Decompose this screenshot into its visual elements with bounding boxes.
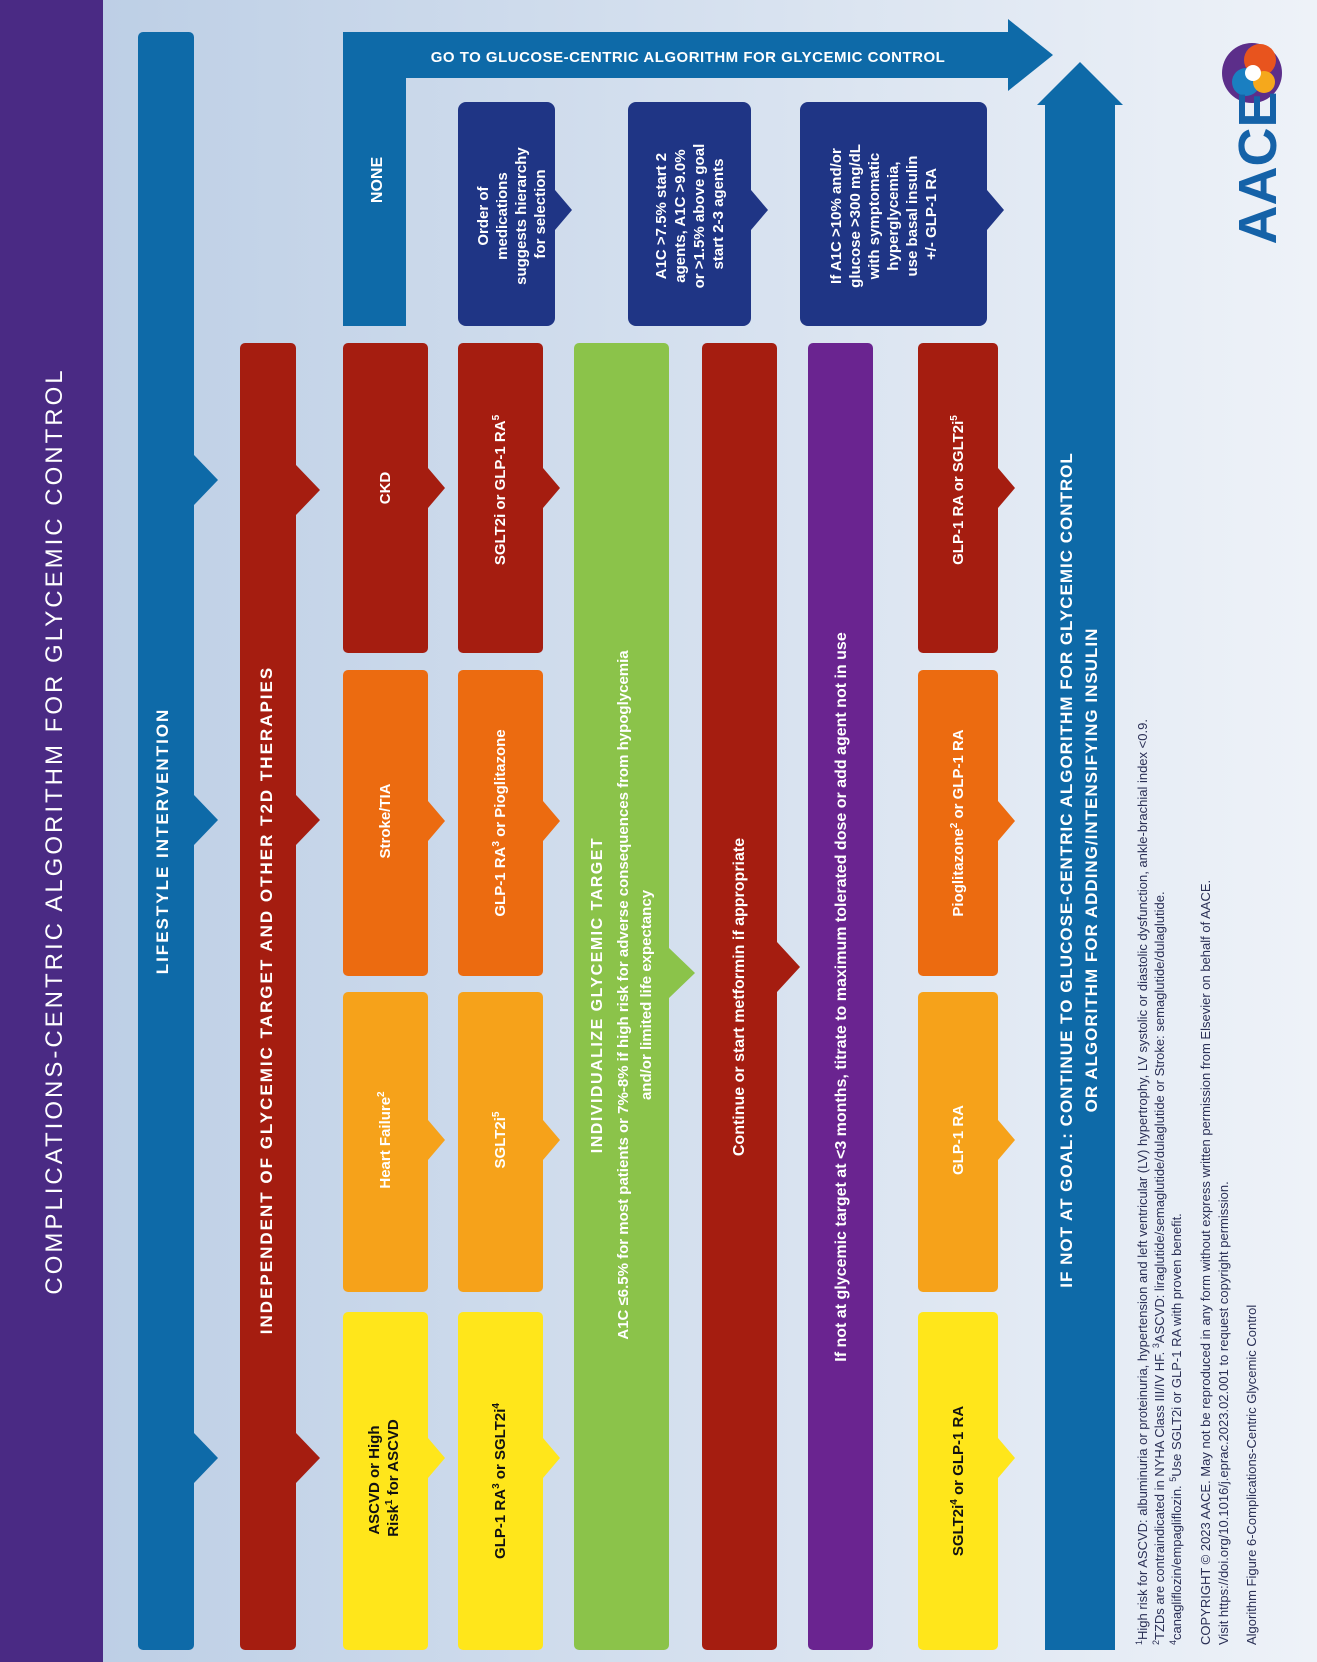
- metformin-chevron: [777, 942, 800, 992]
- note-a1c-agents-text: A1C >7.5% start 2 agents, A1C >9.0% or >…: [653, 140, 727, 289]
- footnote-3: 4canagliflozin/empagliflozin. 5Use SGLT2…: [1168, 1213, 1184, 1645]
- first-choice-row: GLP-1 RA3 or SGLT2i4 SGLT2i5 GLP-1 RA3 o…: [458, 343, 560, 1650]
- note-insulin: If A1C >10% and/or glucose >300 mg/dL wi…: [800, 102, 1004, 326]
- copyright-line-2: Visit https://doi.org/10.1016/j.eprac.20…: [1216, 1181, 1231, 1645]
- condition-ascvd[interactable]: [343, 1312, 428, 1650]
- condition-ascvd-label: ASCVD or High Risk1 for ASCVD: [366, 1419, 402, 1537]
- first-choice-stroke-label: GLP-1 RA3 or Pioglitazone: [491, 729, 509, 916]
- individualize-chevron: [669, 948, 695, 998]
- second-choice-ascvd-label: SGLT2i4 or GLP-1 RA: [949, 1406, 967, 1556]
- footnote-2: 2TZDs are contraindicated in NYHA Class …: [1151, 891, 1167, 1645]
- second-choice-ckd[interactable]: [918, 343, 998, 653]
- footnotes: 1High risk for ASCVD: albuminuria or pro…: [1134, 719, 1259, 1645]
- condition-heart-failure-label: Heart Failure2: [376, 1091, 394, 1189]
- aace-logo: AACE: [1222, 43, 1288, 245]
- lifestyle-bar: [138, 32, 194, 1650]
- individualize-line2: and/or limited life expectancy: [638, 889, 655, 1100]
- condition-ckd[interactable]: [343, 343, 428, 653]
- second-choice-row: SGLT2i4 or GLP-1 RA GLP-1 RA Pioglitazon…: [918, 343, 1015, 1650]
- second-choice-hf[interactable]: [918, 992, 998, 1292]
- second-choice-hf-label: GLP-1 RA: [950, 1105, 967, 1175]
- first-choice-stroke[interactable]: [458, 670, 543, 976]
- second-choice-stroke[interactable]: [918, 670, 998, 976]
- condition-heart-failure[interactable]: [343, 992, 428, 1292]
- titrate-label: If not at glycemic target at <3 months, …: [833, 632, 850, 1362]
- note-order: Order of medications suggests hierarchy …: [458, 102, 572, 326]
- footnote-1: 1High risk for ASCVD: albuminuria or pro…: [1134, 719, 1150, 1645]
- note-order-text: Order of medications suggests hierarchy …: [475, 143, 549, 285]
- second-choice-ckd-label: GLP-1 RA or SGLT2i5: [949, 415, 967, 565]
- first-choice-ckd[interactable]: [458, 343, 543, 653]
- figure-caption: Algorithm Figure 6-Complications-Centric…: [1244, 1305, 1259, 1645]
- first-choice-hf-label: SGLT2i5: [491, 1111, 509, 1168]
- title-band: [0, 0, 103, 1662]
- page-title: COMPLICATIONS-CENTRIC ALGORITHM FOR GLYC…: [41, 367, 68, 1294]
- first-choice-ckd-label: SGLT2i or GLP-1 RA5: [491, 414, 509, 565]
- not-at-goal-line1: IF NOT AT GOAL: CONTINUE TO GLUCOSE-CENT…: [1057, 452, 1076, 1288]
- lifestyle-chevrons: [194, 455, 218, 1483]
- metformin-label: Continue or start metformin if appropria…: [731, 838, 748, 1156]
- second-choice-stroke-label: Pioglitazone2 or GLP-1 RA: [949, 729, 967, 916]
- glucose-centric-path: [343, 19, 1053, 326]
- not-at-goal-arrow: [1037, 62, 1123, 1650]
- first-choice-hf[interactable]: [458, 992, 543, 1292]
- independent-chevrons: [296, 465, 320, 1483]
- condition-stroke[interactable]: [343, 670, 428, 976]
- condition-ckd-label: CKD: [377, 472, 394, 505]
- copyright-line-1: COPYRIGHT © 2023 AACE. May not be reprod…: [1198, 880, 1213, 1645]
- conditions-row: ASCVD or High Risk1 for ASCVD Heart Fail…: [343, 343, 445, 1650]
- metformin-bar: [702, 343, 777, 1650]
- individualize-title: INDIVIDUALIZE GLYCEMIC TARGET: [589, 837, 606, 1153]
- individualize-bar: [574, 343, 669, 1650]
- note-a1c-agents: A1C >7.5% start 2 agents, A1C >9.0% or >…: [628, 102, 768, 326]
- individualize-line1: A1C ≤6.5% for most patients or 7%-8% if …: [615, 650, 632, 1340]
- first-choice-ascvd-label: GLP-1 RA3 or SGLT2i4: [491, 1403, 509, 1559]
- independent-bar: [240, 343, 296, 1650]
- glucose-centric-label: GO TO GLUCOSE-CENTRIC ALGORITHM FOR GLYC…: [431, 49, 946, 66]
- condition-none-label: NONE: [369, 157, 386, 204]
- not-at-goal-line2: OR ALGORITHM FOR ADDING/INTENSIFYING INS…: [1082, 628, 1101, 1113]
- independent-label: INDEPENDENT OF GLYCEMIC TARGET AND OTHER…: [257, 666, 276, 1334]
- aace-logo-text: AACE: [1228, 91, 1288, 244]
- lifestyle-label: LIFESTYLE INTERVENTION: [153, 708, 172, 975]
- second-choice-ascvd[interactable]: [918, 1312, 998, 1650]
- condition-stroke-label: Stroke/TIA: [377, 783, 394, 858]
- titrate-bar: [808, 343, 873, 1650]
- note-insulin-text: If A1C >10% and/or glucose >300 mg/dL wi…: [828, 140, 940, 288]
- first-choice-ascvd[interactable]: [458, 1312, 543, 1650]
